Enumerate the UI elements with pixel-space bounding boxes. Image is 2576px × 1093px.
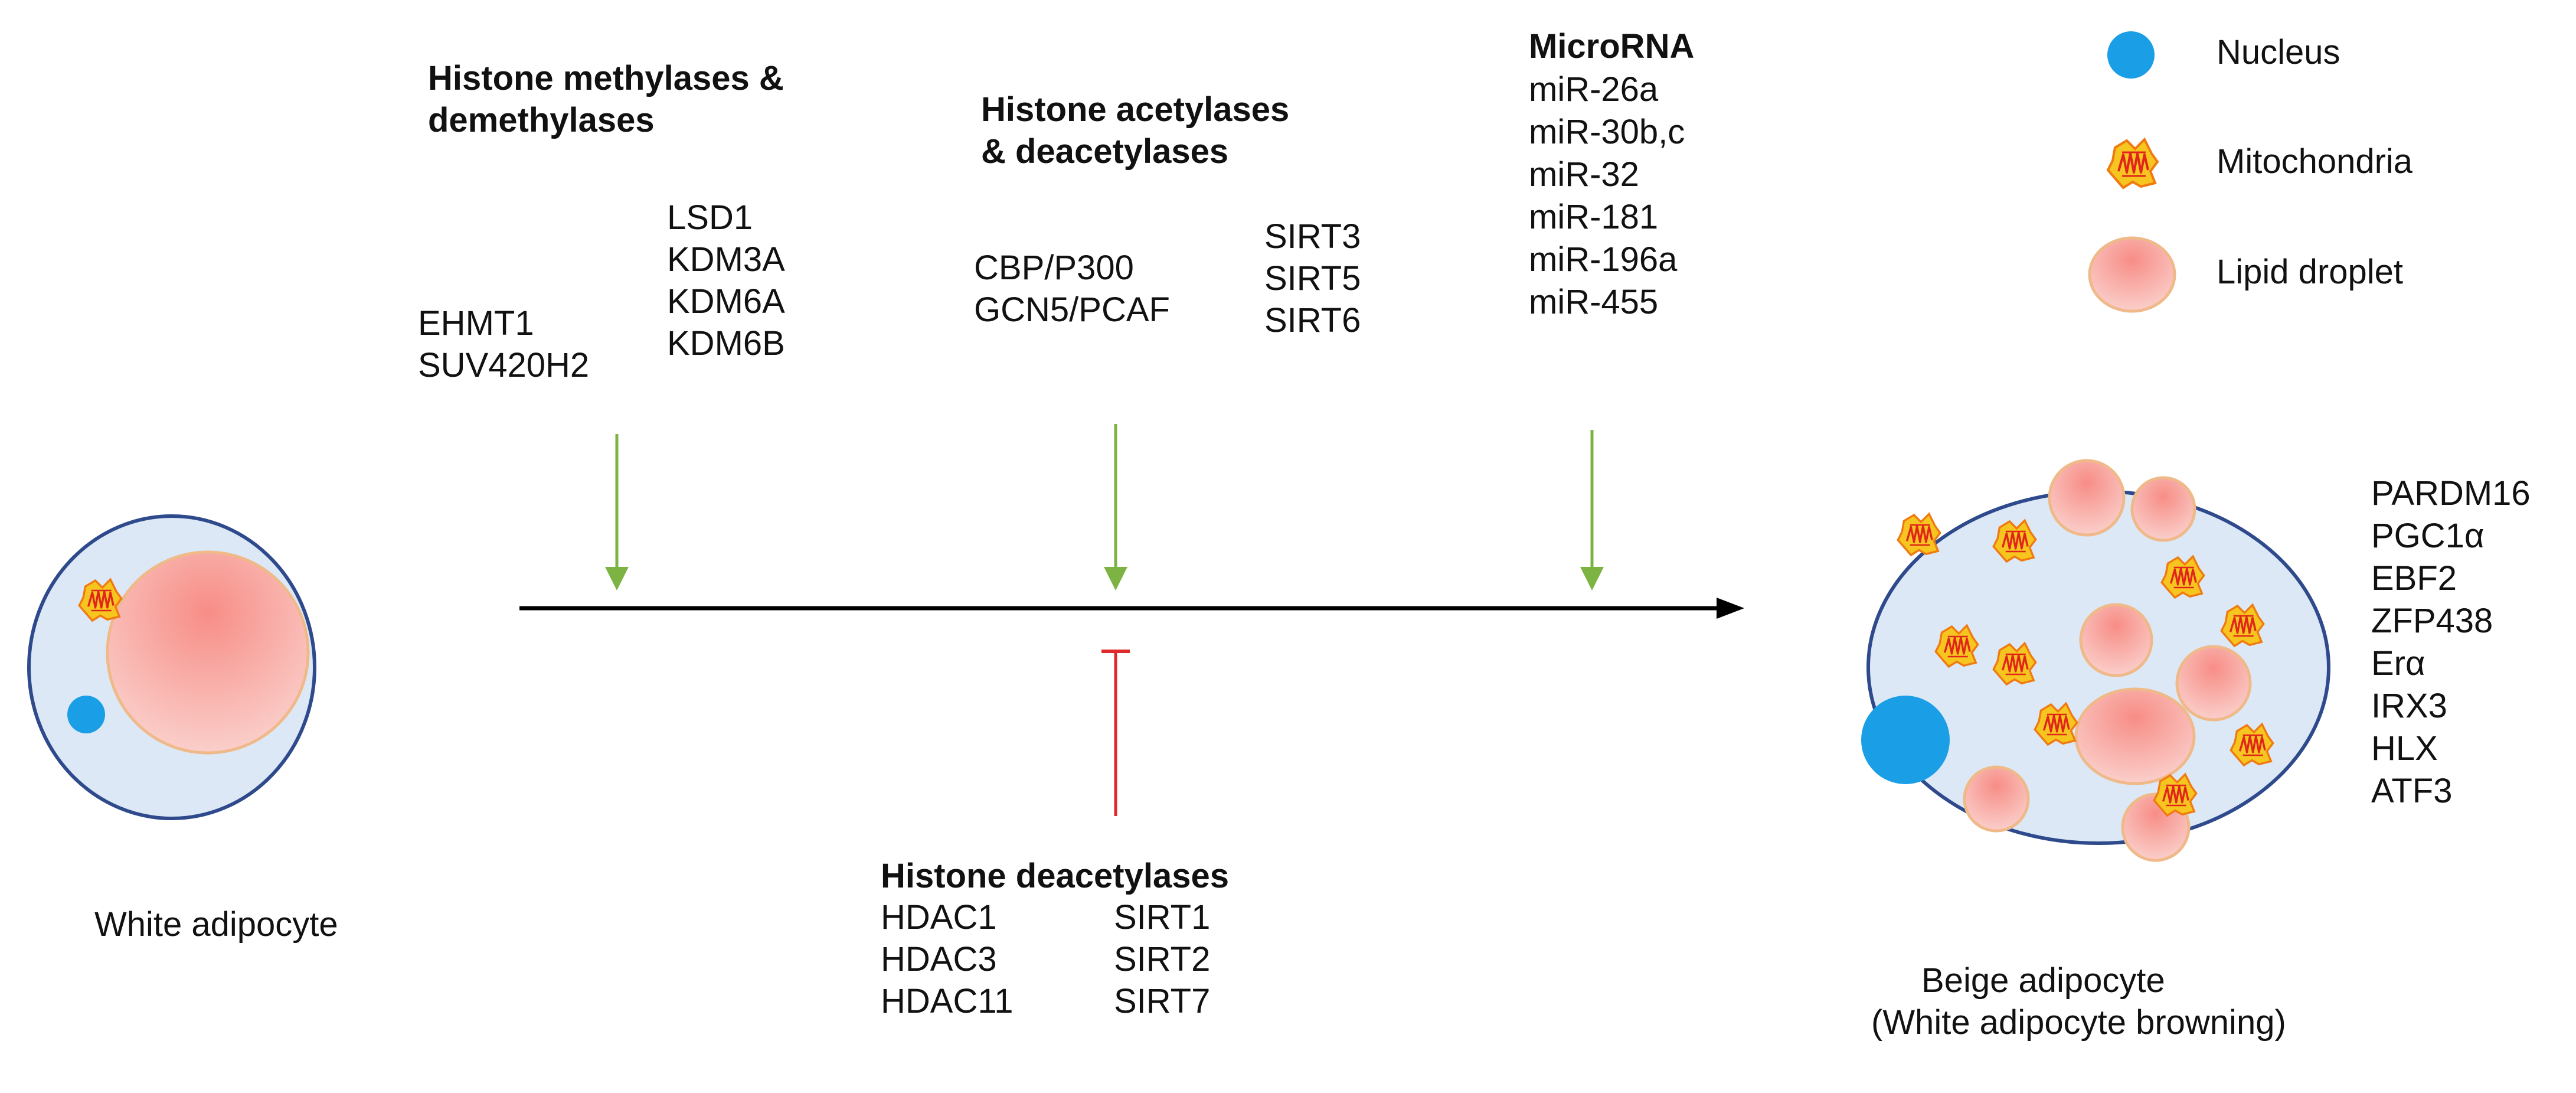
microrna-item: miR-26a [1529,70,1659,109]
beige-adipocyte-label-line2: (White adipocyte browning) [1871,1003,2286,1042]
deacetylase-item: SIRT6 [1264,301,1361,340]
demethylase-item: KDM6A [667,282,785,321]
sirt-item: SIRT2 [1114,940,1211,978]
hdac-item: HDAC11 [881,982,1014,1020]
marker-item: IRX3 [2371,687,2447,725]
demethylase-item: LSD1 [667,198,753,237]
inhibition-bar [1101,650,1130,816]
acetylase-item: CBP/P300 [974,249,1134,287]
microrna-item: miR-455 [1529,283,1659,321]
microrna-item: miR-30b,c [1529,113,1685,151]
white-adipocyte [27,514,316,820]
promote-arrows [605,424,1604,590]
marker-item: PGC1α [2371,517,2485,555]
demethylase-item: KDM6B [667,324,785,363]
lipid-droplet-icon [2088,236,2176,313]
beige-adipocyte-label-line1: Beige adipocyte [1921,961,2165,1000]
sirt-item: SIRT1 [1114,898,1211,937]
acetylases-title-line2: & deacetylases [981,132,1229,171]
mitochondria-icon [2107,138,2159,189]
legend-nucleus-label: Nucleus [2217,33,2340,71]
hdac-item: HDAC1 [881,898,997,937]
marker-item: Erα [2371,644,2425,683]
legend-mitochondria-label: Mitochondria [2217,142,2413,181]
beige-adipocyte [1861,459,2330,862]
deacetylase-item: SIRT3 [1264,217,1361,256]
acetylase-item: GCN5/PCAF [974,291,1170,329]
nucleus-icon [67,696,105,733]
white-adipocyte-label: White adipocyte [94,905,338,944]
deacetylases-title: Histone deacetylases [881,857,1229,895]
demethylase-item: KDM3A [667,240,785,279]
methylases-title-line1: Histone methylases & [428,59,784,97]
methylase-item: EHMT1 [418,304,534,342]
sirt-item: SIRT7 [1114,982,1211,1020]
microrna-item: miR-181 [1529,198,1659,236]
microrna-title: MicroRNA [1529,27,1695,66]
legend-lipid-droplet-label: Lipid droplet [2217,253,2403,291]
marker-item: HLX [2371,729,2438,768]
legend-icons [2088,31,2176,313]
marker-item: ZFP438 [2371,602,2493,640]
hdac-item: HDAC3 [881,940,997,978]
nucleus-icon [2107,31,2155,79]
methylase-item: SUV420H2 [418,346,590,384]
deacetylase-item: SIRT5 [1264,259,1361,298]
methylases-title-line2: demethylases [428,101,655,139]
main-arrow [519,598,1744,619]
microrna-item: miR-32 [1529,155,1639,194]
marker-item: ATF3 [2371,772,2453,810]
acetylases-title-line1: Histone acetylases [981,90,1290,129]
marker-item: PARDM16 [2371,474,2531,513]
microrna-item: miR-196a [1529,240,1678,279]
marker-item: EBF2 [2371,559,2457,598]
